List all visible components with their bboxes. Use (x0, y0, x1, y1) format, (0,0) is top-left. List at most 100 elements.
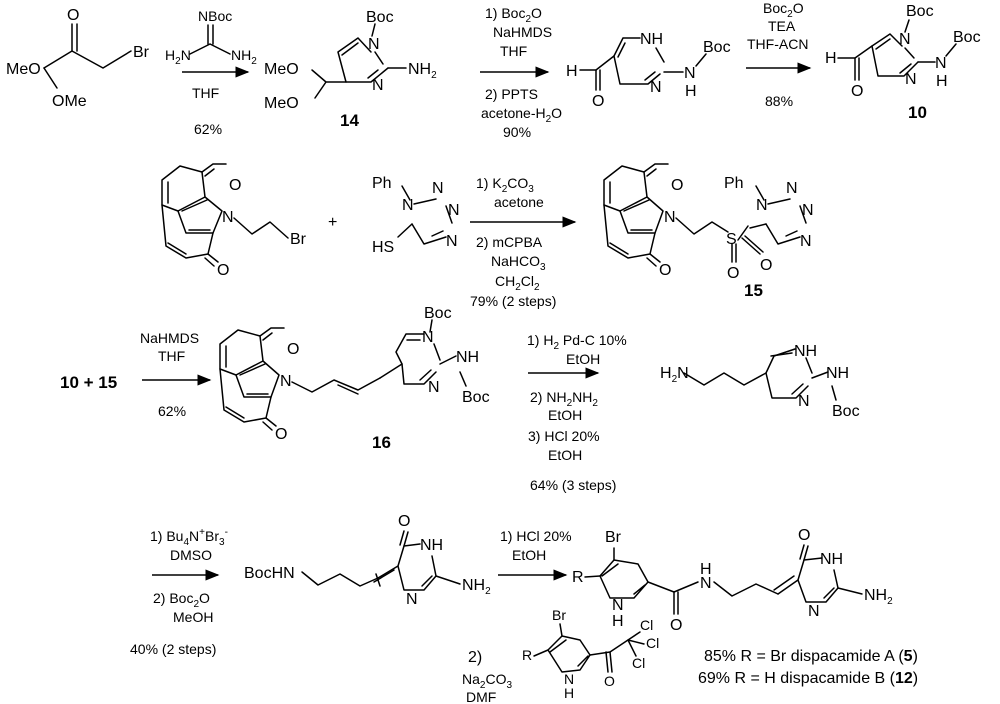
ald-n: N (650, 79, 662, 96)
guan-h2n: H2N (165, 47, 191, 67)
svg-text:R: R (572, 569, 584, 586)
svg-text:O: O (398, 513, 410, 530)
bromoethyl-phthalimide: O O N Br (161, 163, 307, 279)
boc-aminoimidazolone: BocHN O NH N NH2 (244, 513, 491, 608)
inter-bochn: BocHN (244, 565, 295, 582)
dispacamide-product: Br R N H O N H O NH N NH2 (572, 527, 893, 634)
svg-text:EtOH: EtOH (512, 547, 546, 563)
svg-text:2) NH2NH2: 2) NH2NH2 (530, 389, 598, 409)
svg-text:NH: NH (794, 343, 817, 360)
nboc-label: NBoc (198, 8, 232, 24)
svg-text:N: N (802, 202, 814, 219)
svg-text:NH: NH (456, 349, 479, 366)
step6-conditions: 1) H2 Pd-C 10% EtOH 2) NH2NH2 EtOH 3) HC… (527, 332, 627, 493)
step8-conditions: 1) HCl 20% EtOH 2) Na2CO3 DMF (462, 528, 572, 704)
svg-text:CH2Cl2: CH2Cl2 (495, 273, 540, 293)
c14-n1: N (368, 36, 380, 53)
svg-text:O: O (798, 527, 810, 544)
yield-dispacamide-a: 85% R = Br dispacamide A (5) (704, 648, 918, 665)
compound-16: O O N Boc N N NH Boc 16 (219, 305, 490, 452)
aminopropyl-imidazole: H2N NH N NH Boc (660, 343, 860, 420)
plus-sign: + (328, 214, 337, 231)
step7-conditions: 1) Bu4N+Br3- DMSO 2) Boc2O MeOH 40% (2 s… (130, 527, 228, 657)
sulfone-s: S (726, 231, 737, 248)
c10-n1: N (899, 31, 911, 48)
svg-text:O: O (659, 262, 671, 279)
boc-guanidine: NBoc H2N NH2 (165, 8, 257, 67)
step1-yield: 62% (194, 121, 222, 137)
svg-text:88%: 88% (765, 93, 793, 109)
svg-text:N: N (798, 393, 810, 410)
svg-text:NaHCO3: NaHCO3 (491, 253, 546, 273)
svg-text:N: N (800, 233, 812, 250)
svg-text:NaHMDS: NaHMDS (493, 24, 552, 40)
svg-text:O: O (275, 426, 287, 443)
svg-text:1) K2CO3: 1) K2CO3 (476, 175, 534, 195)
svg-text:NH: NH (820, 551, 843, 568)
c10-boc1: Boc (906, 3, 934, 20)
svg-text:EtOH: EtOH (548, 407, 582, 423)
svg-text:Boc: Boc (424, 305, 452, 322)
tet-hs: HS (372, 239, 394, 256)
svg-text:MeOH: MeOH (173, 609, 213, 625)
svg-text:acetone: acetone (494, 194, 544, 210)
svg-text:N: N (422, 329, 434, 346)
svg-text:1) HCl 20%: 1) HCl 20% (500, 528, 572, 544)
svg-text:H: H (564, 685, 574, 701)
phth-o-bot: O (217, 262, 229, 279)
yield-dispacamide-b: 69% R = H dispacamide B (12) (698, 670, 918, 687)
svg-text:N: N (428, 379, 440, 396)
ald-h: H (566, 63, 578, 80)
tet-n2: N (432, 180, 444, 197)
step8-num2: 2) (468, 649, 482, 666)
svg-text:O: O (670, 617, 682, 634)
step5-conditions: NaHMDS THF 62% (140, 330, 199, 419)
svg-text:N: N (756, 197, 768, 214)
svg-text:acetone-H2O: acetone-H2O (481, 105, 562, 125)
c10-h-side: H (936, 73, 948, 90)
compound-10-label: 10 (908, 103, 927, 122)
svg-text:DMSO: DMSO (170, 547, 212, 563)
tet-n1: N (402, 197, 414, 214)
svg-text:Cl: Cl (646, 635, 659, 651)
svg-text:R: R (522, 647, 532, 663)
svg-text:NH: NH (420, 537, 443, 554)
tet-n4: N (446, 233, 458, 250)
svg-text:90%: 90% (503, 124, 531, 140)
svg-text:2) mCPBA: 2) mCPBA (476, 234, 543, 250)
compound-15: O O N S O O Ph N N N N 15 (603, 163, 814, 300)
c10-boc2: Boc (953, 29, 981, 46)
compound-14: Boc N N NH2 MeO MeO 14 (264, 9, 437, 130)
c14-meo-a: MeO (264, 61, 299, 78)
svg-text:40% (2 steps): 40% (2 steps) (130, 641, 216, 657)
svg-text:N: N (700, 575, 712, 592)
svg-text:3) HCl 20%: 3) HCl 20% (528, 428, 600, 444)
c10-h: H (825, 50, 837, 67)
svg-text:Cl: Cl (640, 617, 653, 633)
svg-text:62%: 62% (158, 403, 186, 419)
svg-text:Ph: Ph (724, 175, 744, 192)
c10-n3: N (905, 71, 917, 88)
svg-text:DMF: DMF (466, 689, 496, 704)
svg-text:O: O (760, 257, 772, 274)
compound-16-label: 16 (372, 433, 391, 452)
guan-nh2: NH2 (231, 47, 257, 67)
product-nh2: NH2 (864, 587, 893, 607)
phth-n: N (222, 209, 234, 226)
svg-text:Boc: Boc (462, 389, 490, 406)
svg-text:N: N (564, 671, 574, 687)
bromo-label: Br (133, 44, 150, 61)
ald-o: O (592, 93, 604, 110)
phenyl-tetrazole-thiol: Ph N N N N HS (372, 175, 460, 256)
tet-ph: Ph (372, 175, 392, 192)
ald-h-side: H (685, 83, 697, 100)
svg-text:N: N (612, 597, 624, 614)
svg-text:Br: Br (552, 607, 566, 623)
c10-n-side: N (935, 55, 947, 72)
step3-conditions: Boc2O TEA THF-ACN 88% (747, 0, 808, 109)
svg-text:EtOH: EtOH (566, 351, 600, 367)
amine-h2n: H2N (660, 365, 689, 385)
inter-nh2: NH2 (462, 577, 491, 597)
svg-text:O: O (287, 341, 299, 358)
